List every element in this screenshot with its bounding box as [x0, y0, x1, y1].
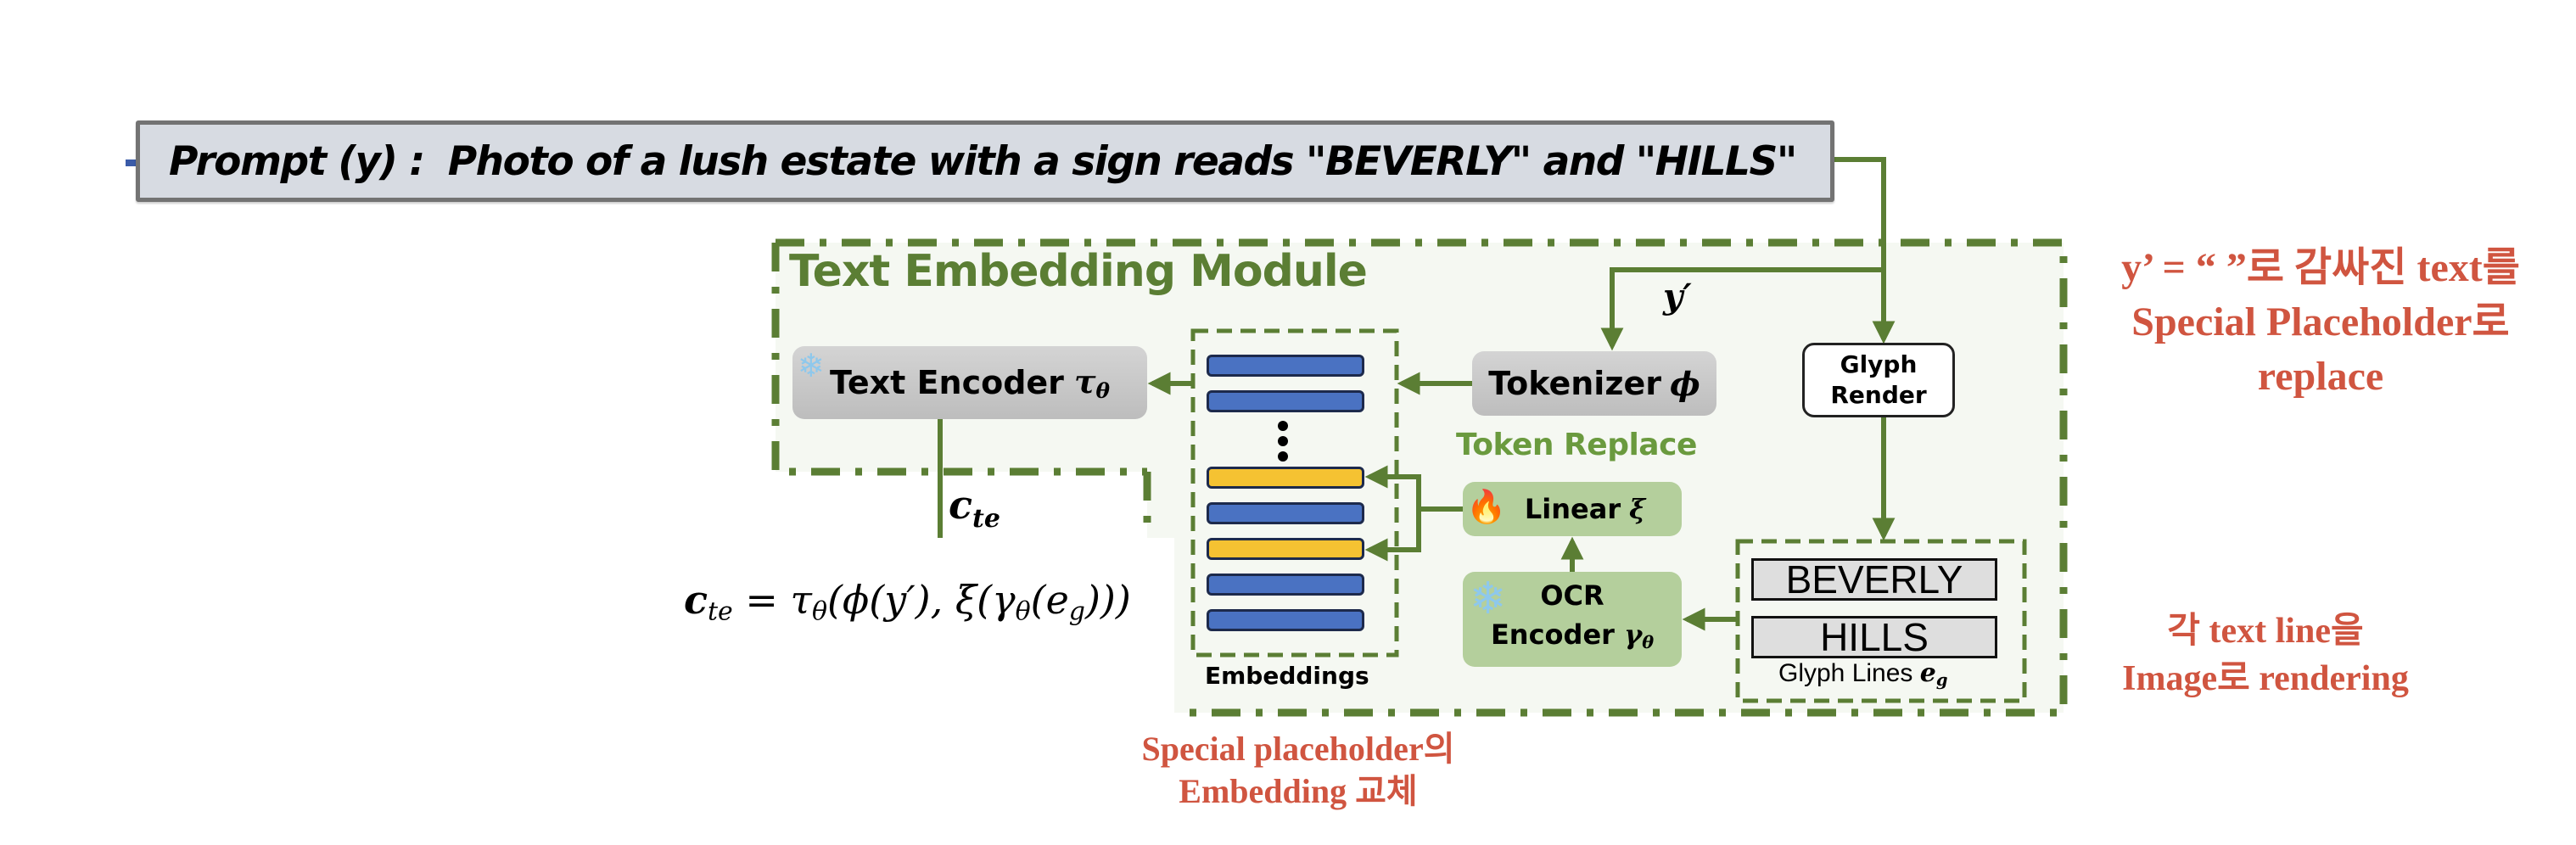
embedding-bar-yellow — [1207, 467, 1364, 489]
prompt-left-nub — [126, 159, 137, 166]
annotation-line: 각 text line을 — [2167, 612, 2364, 651]
ocr-encoder-line1: OCR — [1540, 579, 1604, 613]
annotation-line: Embedding 교체 — [1179, 772, 1418, 810]
snowflake-icon: ❄ — [798, 347, 825, 384]
token-replace-label: Token Replace — [1456, 428, 1697, 462]
eq-rhs-b-sub: θ — [1015, 596, 1031, 627]
tokenizer-box: Tokenizer ϕ — [1472, 351, 1716, 416]
annotation-placeholder-replace: y’ = “ ”로 감싸진 text를 Special Placeholder로… — [2070, 241, 2571, 404]
prompt-label: Prompt (y) : — [169, 137, 425, 185]
embedding-bar-blue — [1207, 609, 1364, 631]
eq-rhs-c-sub: g — [1068, 596, 1085, 627]
eq-lhs-sub: te — [708, 596, 733, 627]
glyph-lines-subscript: g — [1935, 669, 1948, 690]
embedding-bar-blue — [1207, 355, 1364, 377]
module-frame — [771, 238, 2068, 717]
embedding-bar-blue — [1207, 502, 1364, 524]
fire-icon: 🔥 — [1466, 488, 1507, 525]
module-title: Text Embedding Module — [789, 246, 1368, 297]
equation: cte = τθ(ϕ(y′), ξ(γθ(eg))) — [684, 577, 1131, 626]
annotation-line: Image로 rendering — [2122, 659, 2409, 698]
tokenizer-symbol: ϕ — [1669, 364, 1700, 403]
eq-rhs-b: (ϕ(y′), ξ(γ — [826, 577, 1016, 623]
embeddings-label: Embeddings — [1205, 662, 1369, 690]
annotation-embedding-replace: Special placeholder의 Embedding 교체 — [1103, 728, 1493, 813]
glyph-render-line1: Glyph — [1840, 350, 1918, 378]
glyph-line-image: BEVERLY — [1751, 558, 1997, 601]
eq-lhs: c — [684, 577, 708, 623]
linear-box: 🔥 Linear ξ — [1463, 482, 1682, 536]
text-encoder-subscript: θ — [1095, 378, 1110, 404]
annotation-line: y’ = “ ”로 감싸진 text를 — [2121, 245, 2520, 290]
linear-label: Linear — [1524, 493, 1621, 525]
ellipsis-dot — [1278, 436, 1288, 446]
glyph-line-image: HILLS — [1751, 616, 1997, 658]
eq-rhs-d: ))) — [1084, 577, 1131, 623]
ocr-encoder-box: ❄ OCR Encoder γθ — [1463, 572, 1682, 667]
connector-prompt — [1834, 157, 1896, 344]
text-encoder-symbol: τ — [1073, 361, 1096, 400]
annotation-line: replace — [2257, 354, 2384, 399]
text-encoder-box: ❄ Text Encoder τθ — [792, 346, 1147, 419]
linear-symbol: ξ — [1629, 493, 1646, 525]
annotation-line: Special placeholder의 — [1141, 730, 1455, 768]
embedding-bar-blue — [1207, 574, 1364, 596]
ocr-encoder-symbol: γ — [1624, 618, 1643, 652]
eq-rhs-c: (e — [1030, 577, 1069, 623]
annotation-line: Special Placeholder로 — [2131, 299, 2510, 344]
ellipsis-dot — [1278, 421, 1288, 431]
glyph-lines-text: Glyph Lines — [1778, 659, 1913, 687]
snowflake-icon: ❄ — [1470, 574, 1507, 624]
connector-linear-yellow-2 — [1364, 509, 1421, 562]
ocr-encoder-line2: Encoder — [1490, 618, 1615, 652]
tokenizer-label: Tokenizer — [1488, 365, 1661, 402]
cte-output-label: cte — [949, 482, 1000, 534]
ocr-encoder-subscript: θ — [1642, 631, 1655, 653]
glyph-render-line2: Render — [1830, 381, 1927, 409]
eq-rhs-a-sub: θ — [811, 596, 827, 627]
embeddings-frame — [1190, 328, 1399, 658]
annotation-image-rendering: 각 text line을 Image로 rendering — [2070, 607, 2461, 702]
glyph-lines-symbol: e — [1919, 658, 1936, 688]
embedding-bar-blue — [1207, 390, 1364, 412]
connector-to-tokenizer — [1600, 267, 1884, 351]
glyph-render-box: Glyph Render — [1802, 343, 1955, 417]
embedding-bar-yellow — [1207, 538, 1364, 560]
prompt-text: Photo of a lush estate with a sign reads… — [447, 137, 1798, 185]
prompt-box: Prompt (y) : Photo of a lush estate with… — [136, 120, 1834, 202]
cte-symbol: c — [949, 482, 973, 528]
text-encoder-label: Text Encoder — [830, 364, 1064, 401]
connector-linear-yellow-1 — [1364, 465, 1463, 512]
y-prime-label: y′ — [1663, 277, 1692, 316]
ellipsis-dot — [1278, 451, 1288, 462]
eq-rhs-a: = τ — [732, 577, 812, 623]
glyph-lines-label: Glyph Lines eg — [1778, 658, 1948, 690]
cte-subscript: te — [972, 504, 1000, 534]
